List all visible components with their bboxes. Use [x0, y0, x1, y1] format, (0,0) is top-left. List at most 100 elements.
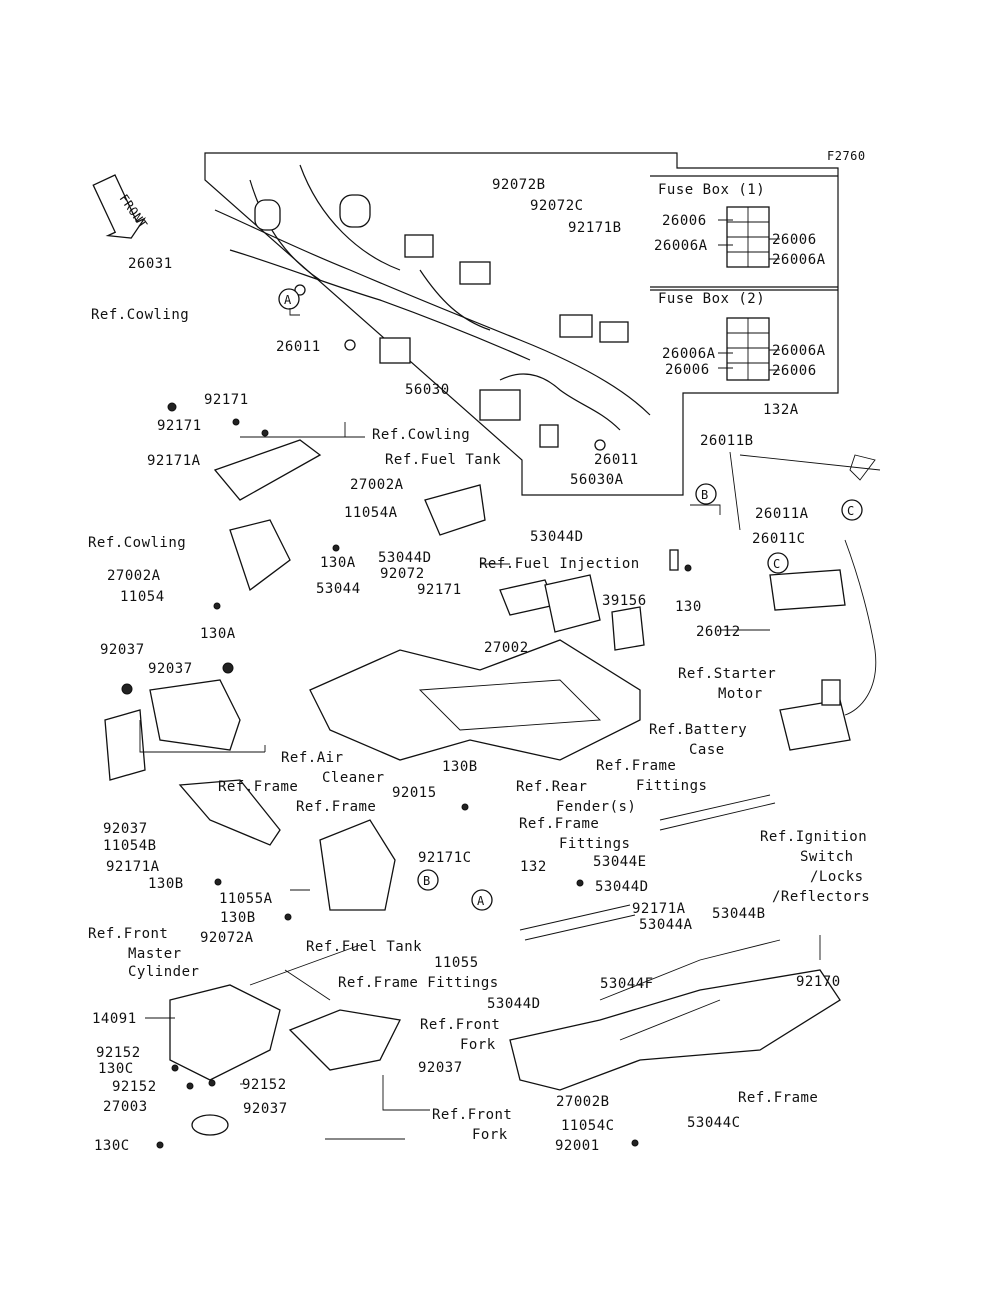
- label-26031: 26031: [128, 256, 173, 272]
- label-27003: 27003: [103, 1099, 148, 1115]
- label-ref-frame-1: Ref.Frame: [218, 779, 298, 795]
- label-ref-frame-fittings-1b: Fittings: [636, 778, 707, 794]
- label-ref-front-master-2: Master: [128, 946, 182, 962]
- label-53044f: 53044F: [600, 976, 654, 992]
- svg-text:A: A: [284, 293, 292, 307]
- label-27002: 27002: [484, 640, 529, 656]
- label-27002b: 27002B: [556, 1094, 610, 1110]
- svg-text:A: A: [477, 894, 485, 908]
- label-53044d-mid: 53044D: [378, 550, 432, 566]
- label-ref-starter-1: Ref.Starter: [678, 666, 776, 682]
- label-26011a: 26011A: [755, 506, 809, 522]
- fuse-box-2-right-1: 26006: [772, 363, 817, 379]
- label-92171b: 92171B: [568, 220, 622, 236]
- label-ref-battery-2: Case: [689, 742, 725, 758]
- label-130b-bottom: 130B: [220, 910, 256, 926]
- fuse-box-1-divider: [650, 175, 838, 291]
- label-ref-rear-2: Fender(s): [556, 799, 636, 815]
- label-92015: 92015: [392, 785, 437, 801]
- label-ref-rear-1: Ref.Rear: [516, 779, 587, 795]
- label-92171c: 92171C: [418, 850, 472, 866]
- label-27002a-top: 27002A: [350, 477, 404, 493]
- label-26011-right: 26011: [594, 452, 639, 468]
- callout-b-right: B: [695, 483, 717, 505]
- label-130c-a: 130C: [98, 1061, 134, 1077]
- front-fender: [169, 984, 401, 1136]
- svg-text:B: B: [423, 874, 431, 888]
- label-ref-cowling-2: Ref.Cowling: [372, 427, 470, 443]
- label-92152-b: 92152: [112, 1079, 157, 1095]
- label-ref-fuel-injection: Ref.Fuel Injection: [479, 556, 640, 572]
- callout-c-battery: C: [767, 552, 789, 574]
- upper-brackets: [178, 439, 486, 846]
- label-26012: 26012: [696, 624, 741, 640]
- fasteners: [121, 402, 692, 1149]
- label-ref-battery-1: Ref.Battery: [649, 722, 747, 738]
- label-ref-frame-fittings-3: Ref.Frame Fittings: [338, 975, 499, 991]
- label-27002a-left: 27002A: [107, 568, 161, 584]
- label-92001: 92001: [555, 1138, 600, 1154]
- fuse-box-1-left-1: 26006A: [654, 238, 708, 254]
- label-ref-front-fork-1a: Ref.Front: [420, 1017, 500, 1033]
- wiring-harness: [214, 164, 651, 451]
- label-ref-front-fork-2b: Fork: [472, 1127, 508, 1143]
- label-26011c: 26011C: [752, 531, 806, 547]
- label-92171-mid: 92171: [417, 582, 462, 598]
- label-11055: 11055: [434, 955, 479, 971]
- svg-text:B: B: [701, 488, 709, 502]
- label-11054c: 11054C: [561, 1118, 615, 1134]
- label-ref-air-1: Ref.Air: [281, 750, 344, 766]
- label-130a-bottom: 130A: [200, 626, 236, 642]
- label-ref-ignition-2: Switch: [800, 849, 854, 865]
- label-92072c: 92072C: [530, 198, 584, 214]
- label-53044d-lower: 53044D: [595, 879, 649, 895]
- callout-a-top: A: [278, 288, 300, 310]
- label-ref-fuel-tank-1: Ref.Fuel Tank: [385, 452, 501, 468]
- label-53044c: 53044C: [687, 1115, 741, 1131]
- label-132: 132: [520, 859, 547, 875]
- label-ref-frame-2: Ref.Frame: [296, 799, 376, 815]
- label-130a-top: 130A: [320, 555, 356, 571]
- label-53044: 53044: [316, 581, 361, 597]
- label-ref-cowling-3: Ref.Cowling: [88, 535, 186, 551]
- label-92072b: 92072B: [492, 177, 546, 193]
- callout-b-mid: B: [417, 869, 439, 891]
- label-92171a-mid: 92171A: [106, 859, 160, 875]
- label-ref-ignition-3: /Locks: [810, 869, 864, 885]
- label-56030: 56030: [405, 382, 450, 398]
- label-26011-top: 26011: [276, 339, 321, 355]
- label-130b-lower: 130B: [148, 876, 184, 892]
- label-92152-c: 92152: [242, 1077, 287, 1093]
- label-11054a: 11054A: [344, 505, 398, 521]
- label-ref-ignition-4: /Reflectors: [772, 889, 870, 905]
- label-132a: 132A: [763, 402, 799, 418]
- fuse-box-1-right-0: 26006: [772, 232, 817, 248]
- label-53044e: 53044E: [593, 854, 647, 870]
- label-ref-frame-fittings-2a: Ref.Frame: [519, 816, 599, 832]
- label-53044b: 53044B: [712, 906, 766, 922]
- label-92171a-top: 92171A: [147, 453, 201, 469]
- label-ref-front-fork-2a: Ref.Front: [432, 1107, 512, 1123]
- fuse-box-2-left-1: 26006: [665, 362, 710, 378]
- label-92037-mid: 92037: [148, 661, 193, 677]
- label-92171-a: 92171: [204, 392, 249, 408]
- label-130c-b: 130C: [94, 1138, 130, 1154]
- label-11054: 11054: [120, 589, 165, 605]
- label-92037-left: 92037: [100, 642, 145, 658]
- fuse-box-1-right-1: 26006A: [772, 252, 826, 268]
- center-bracket: [319, 819, 396, 911]
- left-cover: [104, 679, 241, 781]
- fuse-box-2-left-0: 26006A: [662, 346, 716, 362]
- fuse-box-2: Fuse Box (2) 26006A 26006 26006A 26006: [658, 291, 825, 381]
- label-53044d-top: 53044D: [530, 529, 584, 545]
- fuse-box-2-title: Fuse Box (2): [658, 291, 765, 307]
- label-92037-bottom: 92037: [418, 1060, 463, 1076]
- fuse-box-1-title: Fuse Box (1): [658, 182, 765, 198]
- fuse-box-1: Fuse Box (1) 26006 26006A 26006 26006A: [654, 182, 826, 268]
- label-92037-last: 92037: [243, 1101, 288, 1117]
- label-53044d-bottom: 53044D: [487, 996, 541, 1012]
- ecu-parts: [499, 574, 645, 651]
- label-ref-fuel-tank-2: Ref.Fuel Tank: [306, 939, 422, 955]
- label-92037-lower: 92037: [103, 821, 148, 837]
